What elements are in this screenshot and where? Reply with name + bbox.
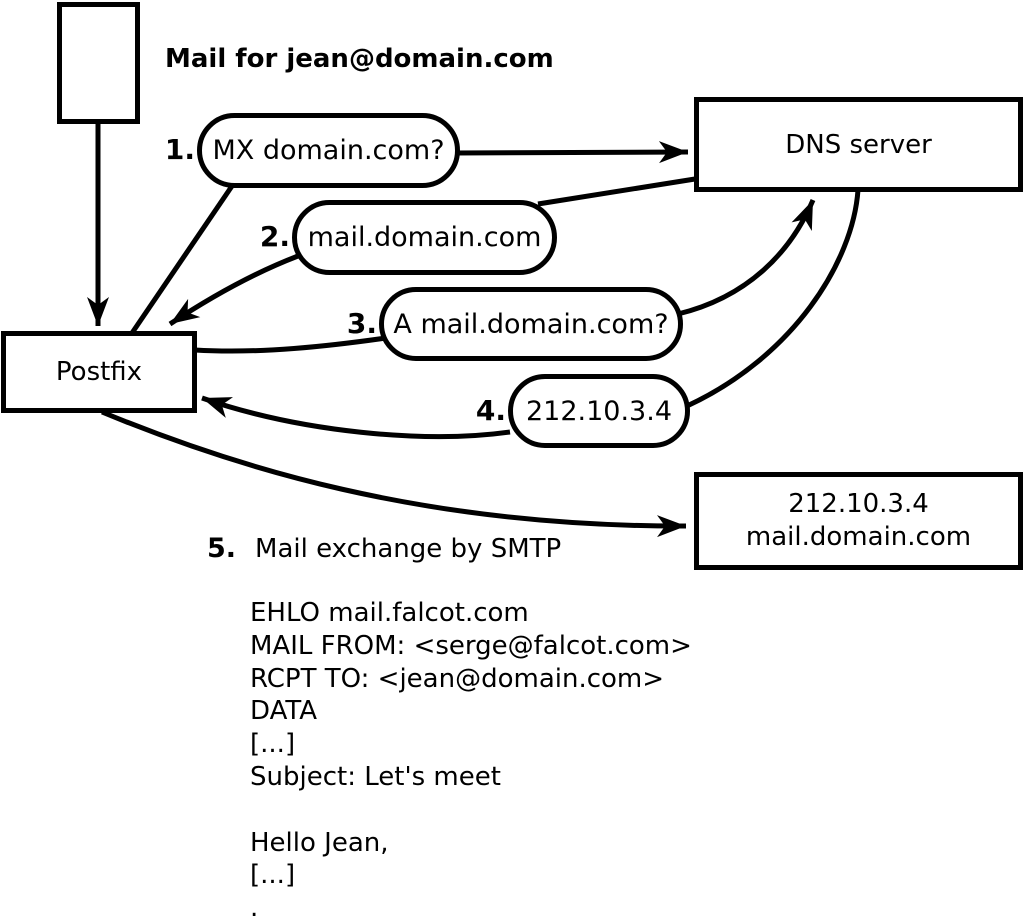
smtp-session-line: MAIL FROM: <serge@falcot.com> (250, 630, 692, 661)
smtp-session-line: DATA (250, 696, 317, 727)
arrow-answer4-to-postfix (201, 395, 511, 439)
step-number-1: 1. (164, 133, 195, 166)
line-postfix-to-query3 (194, 335, 387, 354)
mail-server-ip: 212.10.3.4 (788, 489, 929, 519)
step-number-5: 5. (207, 533, 237, 564)
line-dns-to-answer4 (685, 189, 861, 409)
step-5-label: 5. Mail exchange by SMTP (207, 533, 561, 564)
answer-a-pill: 212.10.3.4 (508, 374, 690, 448)
answer-a-label: 212.10.3.4 (526, 395, 672, 427)
answer-mx-label: mail.domain.com (307, 222, 542, 253)
arrow-query3-to-dns (677, 199, 816, 317)
postfix-label: Postfix (55, 357, 143, 387)
step-number-2: 2. (259, 220, 290, 253)
step-number-4: 4. (475, 394, 506, 427)
smtp-session-line: . (250, 893, 259, 919)
smtp-session-block: EHLO mail.falcot.com MAIL FROM: <serge@f… (250, 597, 692, 919)
smtp-session-line: RCPT TO: <jean@domain.com> (250, 663, 665, 694)
query-a-label: A mail.domain.com? (393, 308, 669, 340)
postfix-box: Postfix (1, 331, 197, 413)
mail-server-hostname: mail.domain.com (745, 522, 972, 552)
step-number-3: 3. (346, 307, 377, 340)
line-dns-to-answer2 (537, 176, 696, 207)
arrow-postfix-to-mailserver (101, 409, 687, 538)
dns-server-label: DNS server (785, 129, 932, 160)
mail-for-label: Mail for jean@domain.com (165, 44, 554, 74)
answer-mx-pill: mail.domain.com (292, 200, 557, 275)
arrow-answer2-to-postfix (168, 253, 299, 327)
query-mx-label: MX domain.com? (212, 135, 445, 166)
query-mx-pill: MX domain.com? (197, 113, 460, 188)
arrow-query1-to-dns (454, 141, 689, 164)
envelope-box (57, 2, 140, 124)
dns-server-box: DNS server (694, 97, 1023, 192)
mail-server-box: 212.10.3.4 mail.domain.com (694, 472, 1023, 570)
smtp-session-line: Hello Jean, (250, 827, 389, 858)
smtp-session-line: [...] (250, 729, 296, 760)
smtp-session-line: [...] (250, 860, 296, 891)
smtp-session-line (250, 794, 692, 827)
query-a-pill: A mail.domain.com? (379, 287, 683, 361)
smtp-session-line: Subject: Let's meet (250, 761, 501, 792)
smtp-session-line: EHLO mail.falcot.com (250, 598, 529, 628)
step-5-text: Mail exchange by SMTP (255, 534, 562, 564)
line-postfix-to-query1 (129, 184, 235, 335)
